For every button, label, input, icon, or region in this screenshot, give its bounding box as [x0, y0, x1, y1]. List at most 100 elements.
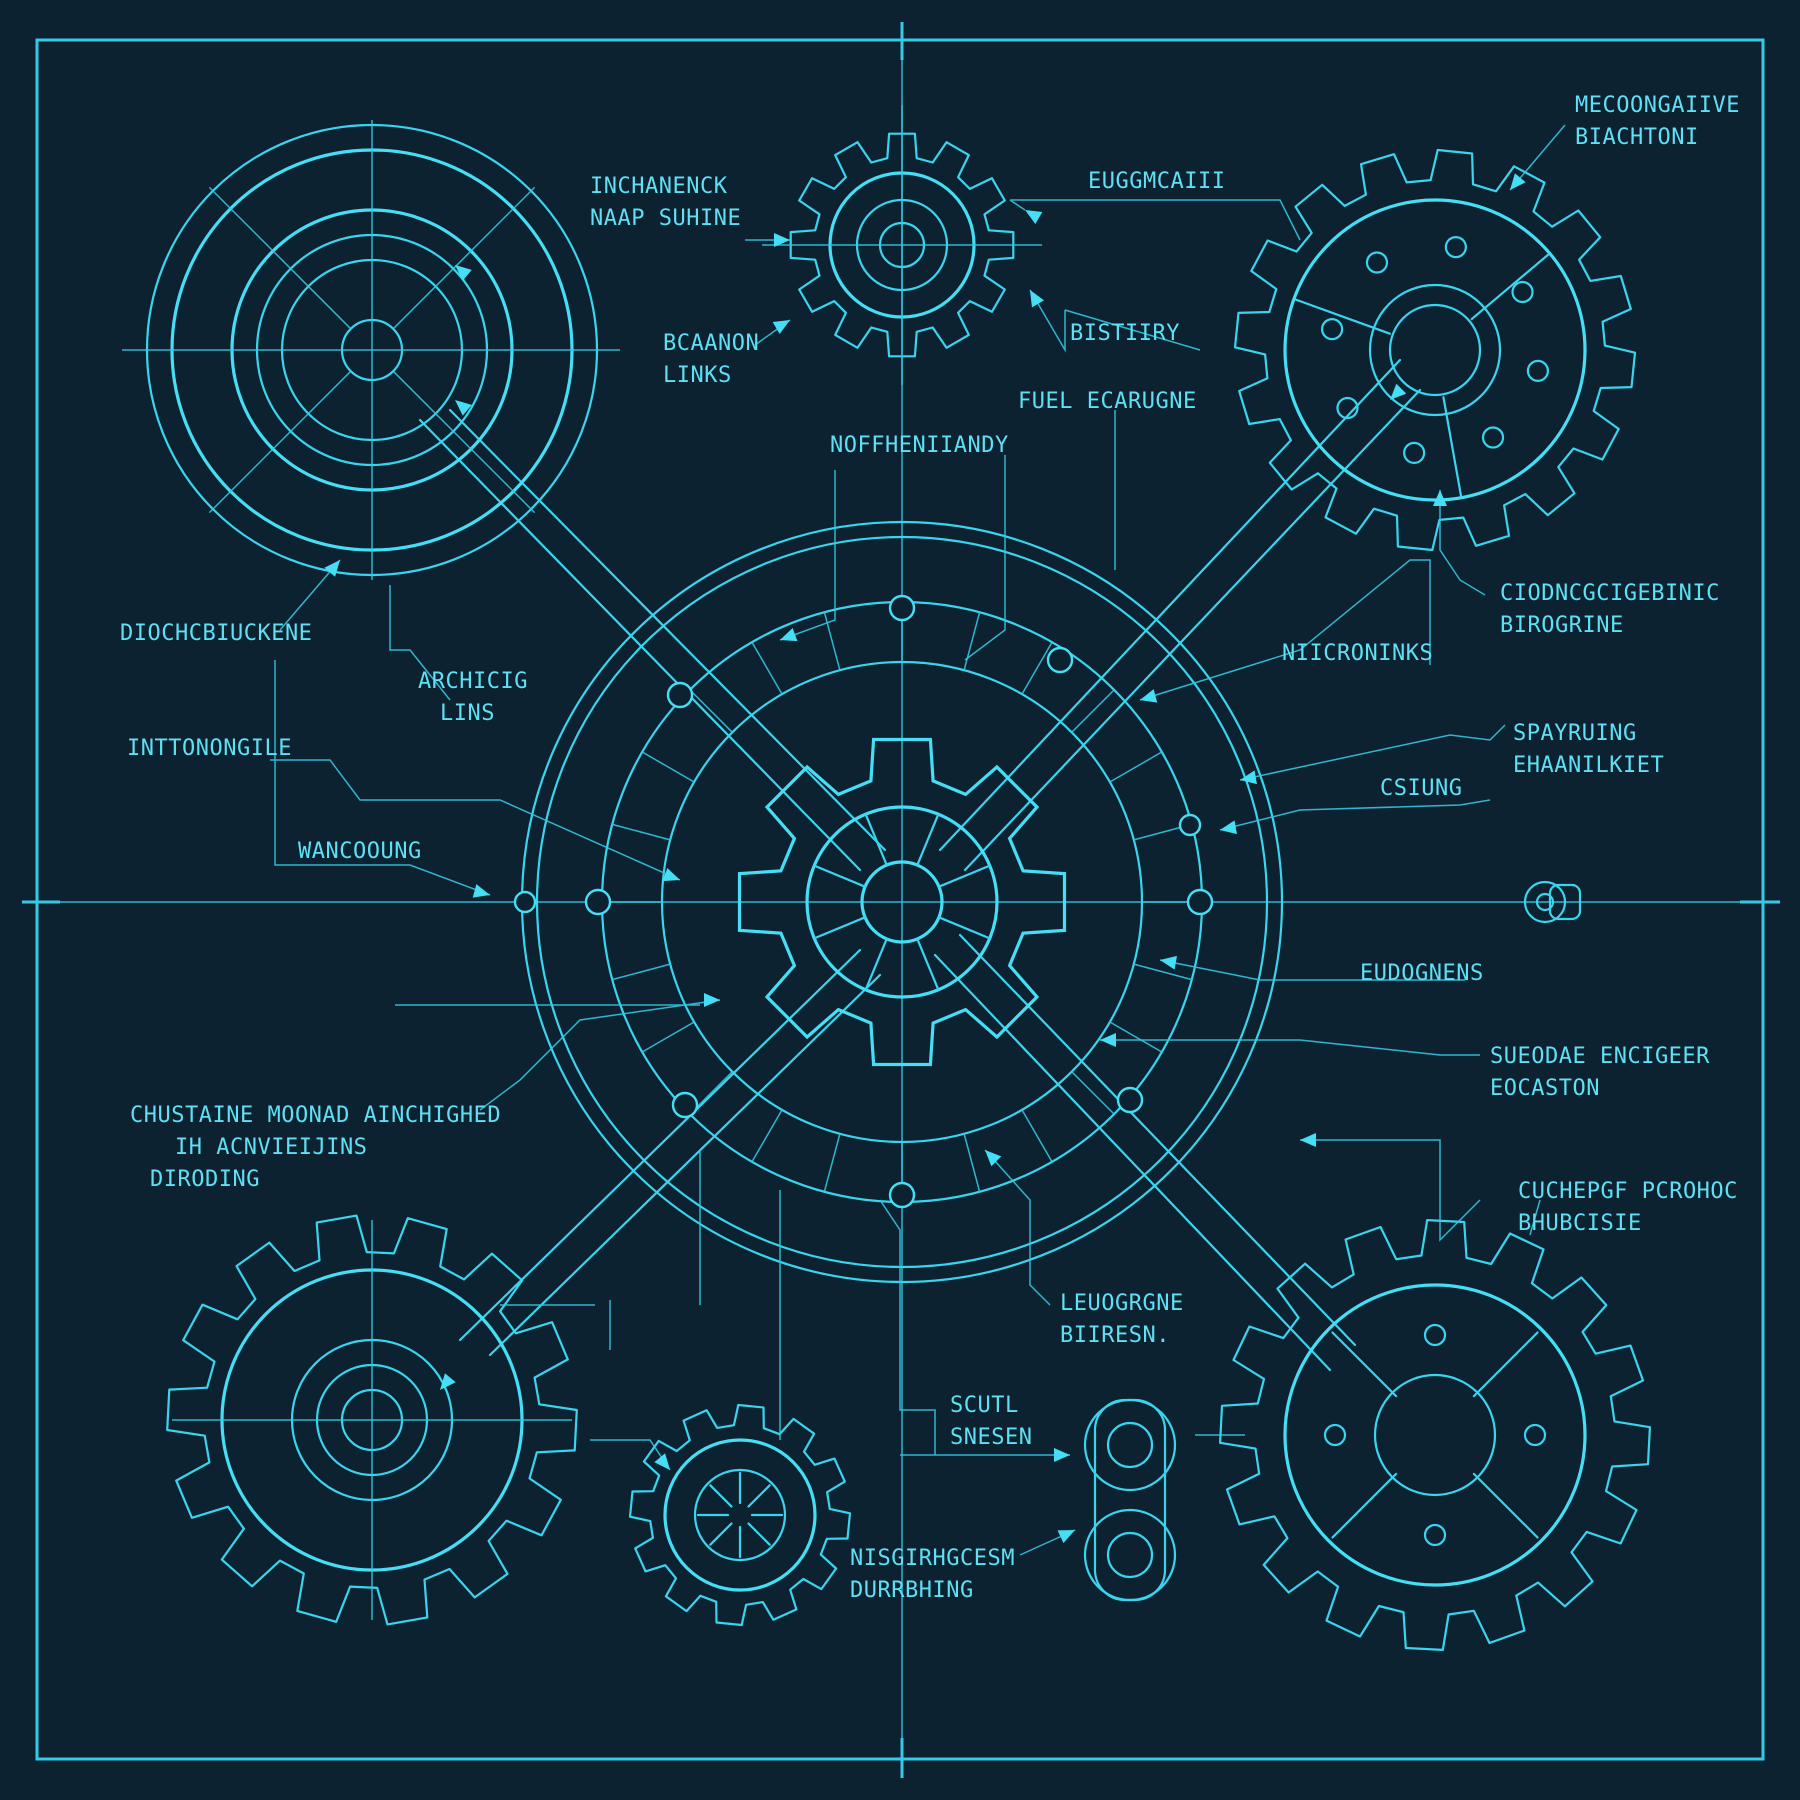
bottom-right-gear-bolt-hole	[1423, 1323, 1447, 1347]
arrow-head	[1025, 210, 1043, 225]
central-rivet	[1178, 813, 1202, 837]
top-right-gear-ring	[1368, 283, 1502, 417]
top-left-disc-diagonal	[392, 370, 536, 514]
central-radial-line	[612, 823, 671, 841]
central-radial-line	[823, 612, 841, 671]
central-rivet	[666, 681, 694, 709]
bottom-left-gear-teeth	[166, 1214, 578, 1626]
top-left-disc-diagonal	[208, 370, 352, 514]
arrow-head	[780, 627, 798, 642]
top-right-gear-spoke	[1470, 253, 1550, 321]
central-radial-line	[751, 641, 783, 695]
nisgirhigesm-label-line: DURRBHING	[850, 1578, 974, 1603]
arrow-head	[1160, 955, 1177, 970]
leader-intonogile	[270, 759, 681, 881]
central-hub-ring	[860, 860, 944, 944]
eudoghens-label-line: EUDOGNENS	[1360, 961, 1484, 986]
nisgirhigesm-label-line: NISGIRHGCESM	[850, 1546, 1015, 1571]
small-bearing-assembly	[1083, 1398, 1177, 1602]
top-right-gear-teeth	[1233, 148, 1637, 552]
diocheuickenie-label-line: DIOCHCBIUCKENE	[120, 621, 312, 646]
leader-eugomaiii-2	[1009, 199, 1026, 211]
csung-label: CSIUNG	[1380, 776, 1462, 801]
central-radial-line	[689, 689, 733, 733]
bearing-links-label-line: BCAANON	[663, 331, 759, 356]
csung-label-line: CSIUNG	[1380, 776, 1462, 801]
central-hub-spoke	[864, 813, 888, 867]
bottom-center-gear-ring	[663, 1438, 817, 1592]
arrow-head	[774, 233, 790, 247]
sueoone-label-line: SUEODAE ENCIGEER	[1490, 1044, 1710, 1069]
leader-spaying	[1239, 724, 1506, 781]
bottom-left-gear	[166, 1214, 578, 1626]
central-radial-line	[963, 1133, 981, 1192]
top-right-gear-bolt-hole	[1336, 396, 1359, 420]
arrow-head	[1390, 383, 1407, 400]
bottom-right-gear-spoke	[1472, 1331, 1539, 1398]
nicronins-label: NIICRONINKS	[1282, 641, 1433, 666]
leader-cuchepgf	[1300, 1139, 1481, 1242]
small-bearing-ring	[1106, 1421, 1154, 1469]
central-hub-spoke	[813, 916, 867, 940]
leader-fuel	[1064, 309, 1201, 351]
outer-frame	[35, 38, 1765, 1761]
wancouging-label: WANCOOUNG	[298, 839, 422, 864]
arrow-head	[455, 400, 472, 416]
bottom-center-gear-teeth	[628, 1403, 852, 1627]
arrow-head	[1433, 490, 1447, 506]
top-right-gear-spoke	[1294, 298, 1391, 335]
leader-nicronins	[1139, 559, 1431, 701]
central-rivet	[888, 1181, 916, 1209]
top-center-gear	[762, 105, 1042, 385]
central-rivet	[671, 1091, 699, 1119]
central-radial-line	[1021, 1109, 1053, 1163]
arrow-head	[1300, 1133, 1316, 1147]
eugomaiii-label-line: EUGGMCAIII	[1088, 169, 1225, 194]
arrow-head	[662, 867, 680, 882]
top-right-gear-bolt-hole	[1403, 441, 1426, 465]
central-gear-teeth	[737, 737, 1067, 1067]
bottom-right-gear-ring	[1373, 1373, 1497, 1497]
leader-nofhenany-r	[964, 455, 1006, 661]
leader-cioongc	[1439, 490, 1486, 596]
central-rivet	[888, 594, 916, 622]
central-rivet	[584, 888, 612, 916]
top-center-gear-teeth	[789, 132, 1015, 358]
central-radial-line	[1071, 689, 1115, 733]
arrow-head	[1054, 1448, 1070, 1462]
leader-scutl	[879, 1199, 936, 1455]
nicronins-label-line: NIICRONINKS	[1282, 641, 1433, 666]
bistory-label-line: BISTIIRY	[1070, 321, 1180, 346]
bottom-right-gear-ring	[1283, 1283, 1587, 1587]
top-right-gear-bolt-hole	[1320, 318, 1344, 341]
top-left-disc-diagonal	[208, 186, 352, 330]
leader-nofhenany	[779, 470, 836, 641]
nofhenany-label: NOFFHENIIANDY	[830, 433, 1009, 458]
eugomaiii-label: EUGGMCAIII	[1088, 169, 1225, 194]
arrow-head	[1030, 290, 1045, 308]
cuchepgf-label-line: BHUBCISIE	[1518, 1211, 1642, 1236]
leader-leugocrgne	[984, 1149, 1051, 1306]
central-radial-line	[1021, 641, 1053, 695]
arrow-head	[1220, 820, 1237, 835]
shaft-tl-2	[418, 418, 862, 872]
bottom-right-gear-spoke	[1331, 1472, 1398, 1539]
arrow-head	[440, 1373, 456, 1390]
arrow-head	[1240, 770, 1257, 785]
fuel-label-line: FUEL ECARUGNE	[1018, 389, 1197, 414]
bottom-center-gear-ring	[693, 1468, 787, 1562]
small-bearing-ring	[1106, 1531, 1154, 1579]
arrow-head	[1140, 689, 1158, 703]
central-ring	[535, 535, 1269, 1269]
central-rivet	[1186, 888, 1214, 916]
leader-tr-gear	[1529, 1199, 1541, 1236]
central-radial-line	[641, 1021, 695, 1053]
arrow-heads	[324, 173, 1526, 1544]
leader-bistory	[1029, 289, 1066, 353]
